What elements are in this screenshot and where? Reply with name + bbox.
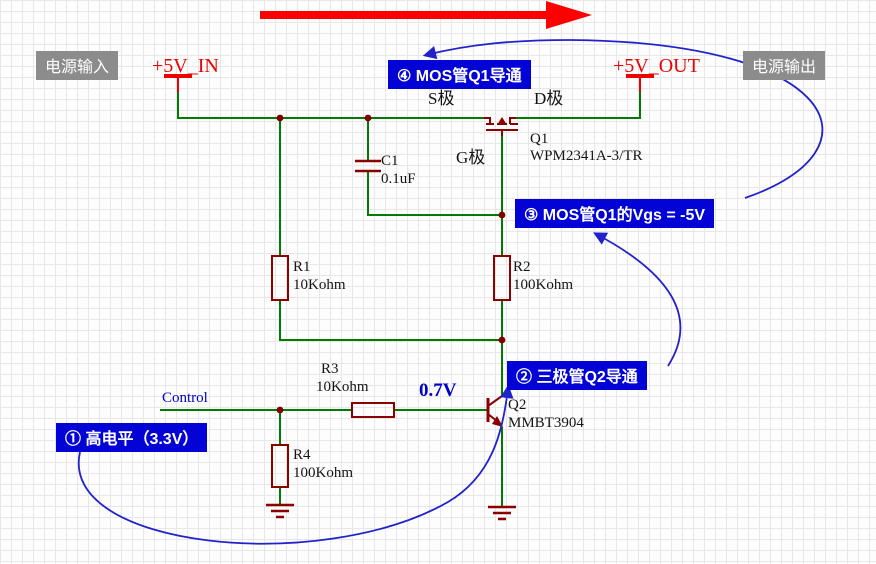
ground-symbols	[266, 503, 516, 521]
annotation-curves	[77, 39, 824, 545]
vout-power-port-icon	[626, 74, 654, 92]
r3-designator: R3	[321, 361, 339, 377]
annotation-step1: ① 高电平（3.3V）	[56, 423, 208, 452]
annotation-step2: ② 三极管Q2导通	[507, 361, 647, 390]
q1-designator: Q1	[530, 131, 549, 147]
annotation-step4: ④ MOS管Q1导通	[388, 60, 531, 89]
net-label-vin: +5V_IN	[152, 55, 219, 77]
power-output-tag: 电源输出	[743, 51, 826, 80]
q1-part-number: WPM2341A-3/TR	[530, 148, 643, 164]
q1-pin-s-label: S极	[428, 89, 455, 108]
vbe-voltage-label: 0.7V	[419, 380, 457, 401]
r3-value: 10Kohm	[316, 379, 369, 395]
r1-designator: R1	[293, 259, 311, 275]
q1-mosfet-symbol	[484, 117, 518, 136]
power-input-tag: 电源输入	[36, 51, 119, 80]
r2-value: 100Kohm	[513, 277, 573, 293]
junction-dots	[276, 114, 506, 414]
annotation-step3: ③ MOS管Q1的Vgs = -5V	[515, 199, 715, 228]
net-label-control: Control	[162, 390, 208, 406]
r4-designator: R4	[293, 447, 311, 463]
resistor-symbols	[271, 255, 511, 488]
flow-arrow	[260, 1, 592, 29]
net-label-vout: +5V_OUT	[613, 55, 700, 77]
c1-designator: C1	[381, 153, 399, 169]
wires	[160, 92, 641, 507]
q1-pin-d-label: D极	[534, 89, 564, 108]
curve-step1-to-step2	[77, 384, 514, 545]
r1-value: 10Kohm	[293, 277, 346, 293]
q1-pin-g-label: G极	[456, 148, 486, 167]
r1-resistor-symbol	[271, 255, 289, 301]
c1-value: 0.1uF	[381, 171, 416, 187]
r4-resistor-symbol	[271, 444, 289, 488]
r4-value: 100Kohm	[293, 465, 353, 481]
vin-power-port-icon	[164, 74, 192, 92]
curve-step3-to-step4	[422, 39, 824, 199]
q2-part-number: MMBT3904	[508, 415, 584, 431]
r2-resistor-symbol	[493, 255, 511, 301]
q2-designator: Q2	[508, 397, 527, 413]
c1-capacitor-symbol	[355, 159, 381, 173]
curve-step2-to-step3	[593, 232, 682, 367]
q2-transistor-symbol	[486, 395, 503, 427]
r2-designator: R2	[513, 259, 531, 275]
r3-resistor-symbol	[351, 402, 395, 418]
